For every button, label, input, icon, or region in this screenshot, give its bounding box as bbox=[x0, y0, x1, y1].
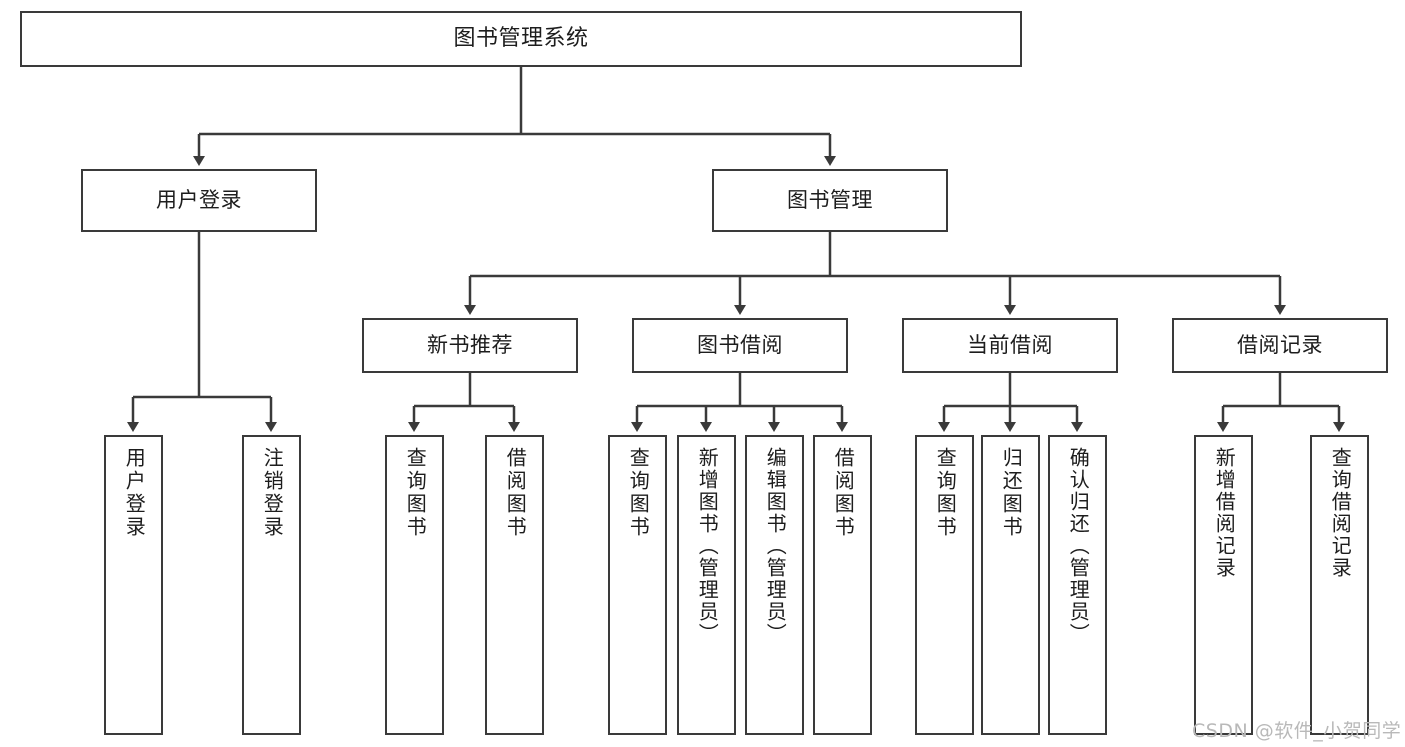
node-label: 用户登录 bbox=[122, 447, 147, 539]
leaf-edit-book-admin[interactable]: 编辑图书（管理员） bbox=[745, 435, 804, 735]
node-user-login[interactable]: 用户登录 bbox=[81, 169, 317, 232]
node-label: 新书推荐 bbox=[427, 332, 513, 357]
node-label: 图书管理 bbox=[787, 187, 873, 212]
node-label: 新增借阅记录 bbox=[1212, 447, 1237, 579]
node-label: 图书借阅 bbox=[697, 332, 783, 357]
node-label: 注销登录 bbox=[260, 447, 285, 539]
leaf-return-book[interactable]: 归还图书 bbox=[981, 435, 1040, 735]
node-label: 查询借阅记录 bbox=[1328, 447, 1353, 579]
leaf-confirm-return-admin[interactable]: 确认归还（管理员） bbox=[1048, 435, 1107, 735]
node-label: 查询图书 bbox=[403, 447, 428, 539]
node-label: 图书管理系统 bbox=[453, 25, 589, 51]
node-root-system[interactable]: 图书管理系统 bbox=[20, 11, 1022, 67]
node-borrow-record[interactable]: 借阅记录 bbox=[1172, 318, 1388, 373]
node-label: 新增图书（管理员） bbox=[695, 447, 720, 645]
leaf-add-borrow-record[interactable]: 新增借阅记录 bbox=[1194, 435, 1253, 735]
node-label: 确认归还（管理员） bbox=[1066, 447, 1091, 645]
leaf-add-book-admin[interactable]: 新增图书（管理员） bbox=[677, 435, 736, 735]
leaf-query-borrow-record[interactable]: 查询借阅记录 bbox=[1310, 435, 1369, 735]
leaf-query-book-current[interactable]: 查询图书 bbox=[915, 435, 974, 735]
leaf-logout[interactable]: 注销登录 bbox=[242, 435, 301, 735]
leaf-borrow-book-recommend[interactable]: 借阅图书 bbox=[485, 435, 544, 735]
node-label: 借阅图书 bbox=[831, 447, 856, 539]
node-new-book-recommend[interactable]: 新书推荐 bbox=[362, 318, 578, 373]
node-label: 借阅记录 bbox=[1237, 332, 1323, 357]
node-label: 查询图书 bbox=[626, 447, 651, 539]
leaf-borrow-book[interactable]: 借阅图书 bbox=[813, 435, 872, 735]
node-label: 借阅图书 bbox=[503, 447, 528, 539]
node-label: 归还图书 bbox=[999, 447, 1024, 539]
node-book-management[interactable]: 图书管理 bbox=[712, 169, 948, 232]
node-label: 用户登录 bbox=[156, 187, 242, 212]
leaf-user-login[interactable]: 用户登录 bbox=[104, 435, 163, 735]
node-label: 当前借阅 bbox=[967, 332, 1053, 357]
node-label: 编辑图书（管理员） bbox=[763, 447, 788, 645]
leaf-query-book-borrow[interactable]: 查询图书 bbox=[608, 435, 667, 735]
node-current-borrow[interactable]: 当前借阅 bbox=[902, 318, 1118, 373]
node-label: 查询图书 bbox=[933, 447, 958, 539]
node-book-borrow[interactable]: 图书借阅 bbox=[632, 318, 848, 373]
leaf-query-book-recommend[interactable]: 查询图书 bbox=[385, 435, 444, 735]
